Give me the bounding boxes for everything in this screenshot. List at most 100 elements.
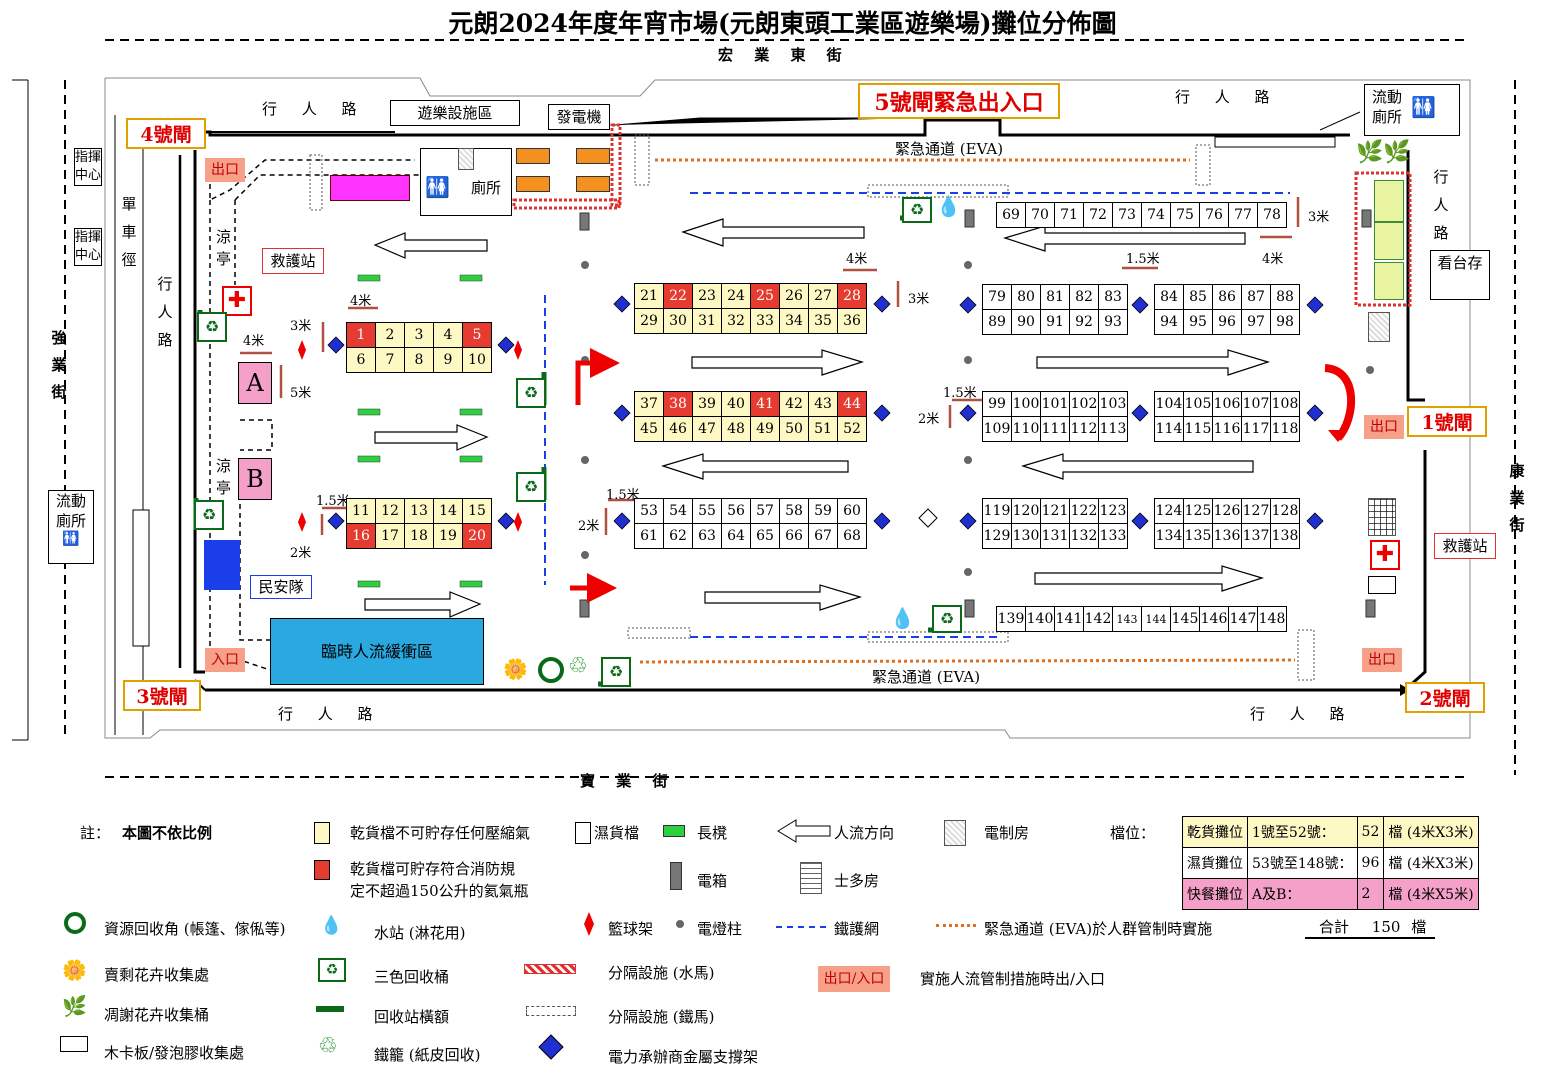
booth-54: 54: [663, 498, 693, 524]
legend-elec-room: 電制房: [984, 824, 1030, 842]
board-collection-icon: [1368, 576, 1396, 594]
stall-range: A及B：: [1247, 878, 1358, 910]
booth-82: 82: [1069, 284, 1099, 310]
booth-51: 51: [808, 416, 838, 442]
booth-18: 18: [404, 523, 434, 549]
booth-2: 2: [375, 322, 405, 348]
first-aid-w: 救護站: [262, 248, 324, 274]
stall-range: 53號至148號：: [1247, 847, 1358, 879]
booth-34: 34: [779, 308, 809, 334]
buffer-zone: 臨時人流緩衝區: [270, 618, 484, 685]
booth-71: 71: [1054, 202, 1084, 228]
booth-50: 50: [779, 416, 809, 442]
booth-124: 124: [1154, 498, 1184, 524]
booth-64: 64: [721, 523, 751, 549]
booth-99: 99: [982, 391, 1012, 417]
booth-19: 19: [433, 523, 463, 549]
booth-14: 14: [433, 498, 463, 524]
recycle-bins-icon: ♻: [902, 197, 932, 223]
legend-fence: 鐵護網: [834, 920, 880, 938]
booth-118: 118: [1270, 416, 1300, 442]
stall-type: 乾貨攤位: [1182, 816, 1248, 848]
amusement-area: [330, 175, 410, 201]
booth-75: 75: [1170, 202, 1200, 228]
booth-108: 108: [1270, 391, 1300, 417]
ped-path-west: 行人路: [157, 275, 173, 349]
booth-111: 111: [1040, 416, 1070, 442]
legend-flower-icon: 🌼: [62, 958, 87, 982]
legend-withered-icon: 🌿: [62, 994, 87, 1018]
booth-144: 144: [1141, 606, 1171, 632]
bike-path: 單車徑: [121, 195, 137, 269]
legend-bench: 長櫈: [697, 824, 728, 842]
gate-1: 1號閘: [1407, 406, 1487, 437]
total-label: 合計: [1319, 918, 1350, 936]
first-aid-cross-icon: ✚: [222, 286, 252, 316]
legend-exit-entry-note: 實施人流管制措施時出/入口: [920, 970, 1106, 988]
total-unit: 檔: [1411, 918, 1427, 936]
booth-147: 147: [1228, 606, 1258, 632]
booth-89: 89: [982, 309, 1012, 335]
booth-78: 78: [1257, 202, 1287, 228]
booth-136: 136: [1212, 523, 1242, 549]
legend-support-icon: [538, 1034, 564, 1060]
legend-recycle-corner: 資源回收角 (帳篷、傢俬等): [104, 920, 286, 938]
legend-board: 木卡板/發泡膠收集處: [104, 1044, 245, 1062]
first-aid-e: 救護站: [1434, 533, 1496, 559]
booth-143: 143: [1112, 606, 1142, 632]
legend-withered: 凋謝花卉收集桶: [104, 1006, 210, 1024]
booth-56: 56: [721, 498, 751, 524]
booth-125: 125: [1183, 498, 1213, 524]
legend-electric-room-icon: [944, 820, 966, 846]
booth-94: 94: [1154, 309, 1184, 335]
booth-146: 146: [1199, 606, 1229, 632]
booth-21: 21: [634, 283, 664, 309]
booth-42: 42: [779, 391, 809, 417]
legend-barrier-water: 分隔設施 (水馬): [608, 964, 715, 982]
stall-type: 濕貨攤位: [1182, 847, 1248, 879]
measure-1-5m: 1.5米: [943, 386, 977, 401]
booth-80: 80: [1011, 284, 1041, 310]
booth-65: 65: [750, 523, 780, 549]
booth-3: 3: [404, 322, 434, 348]
booth-91: 91: [1040, 309, 1070, 335]
toilet-icon: 🚻: [1411, 95, 1436, 119]
booth-44: 44: [837, 391, 867, 417]
measure-2m: 2米: [918, 412, 940, 427]
booth-98: 98: [1270, 309, 1300, 335]
stall-summary-table: 乾貨攤位 1號至52號： 52 檔 (4米X3米) 濕貨攤位 53號至148號：…: [1182, 816, 1479, 910]
booth-107: 107: [1241, 391, 1271, 417]
legend-barrier-iron: 分隔設施 (鐵馬): [608, 1008, 715, 1026]
stall-size: 檔 (4米X3米): [1383, 816, 1479, 848]
booth-10: 10: [462, 347, 492, 373]
eva-south: 緊急通道 (EVA): [872, 668, 981, 686]
civil-aid-block: [204, 540, 240, 590]
stall-size: 檔 (4米X5米): [1383, 878, 1479, 910]
booth-60: 60: [837, 498, 867, 524]
booth-130: 130: [1011, 523, 1041, 549]
measure-2m: 2米: [578, 519, 600, 534]
gate-4: 4號閘: [126, 118, 206, 149]
legend-store: 士多房: [834, 872, 880, 890]
ped-path-east: 行人路: [1433, 168, 1449, 242]
street-north: 宏 業 東 街: [718, 46, 850, 64]
booth-115: 115: [1183, 416, 1213, 442]
legend-wet: 濕貨檔: [594, 824, 640, 842]
booth-113: 113: [1098, 416, 1128, 442]
measure-1-5m: 1.5米: [1126, 252, 1160, 267]
booth-79: 79: [982, 284, 1012, 310]
booth-9: 9: [433, 347, 463, 373]
booth-90: 90: [1011, 309, 1041, 335]
legend-red-swatch: [314, 860, 330, 880]
